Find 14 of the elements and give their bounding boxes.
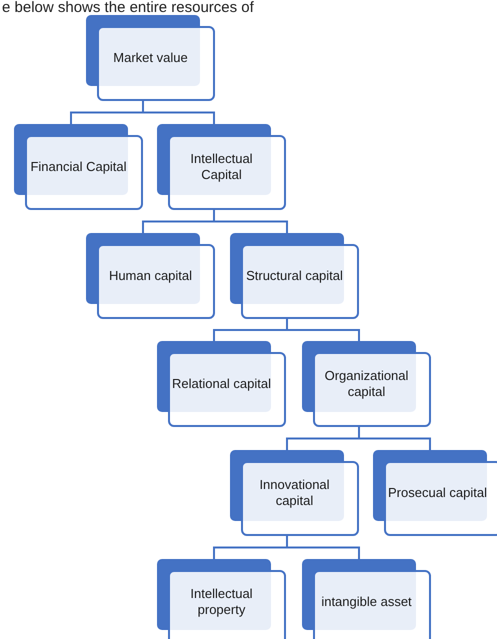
node-label: Prosecual capital (388, 485, 487, 501)
intro-text: e below shows the entire resources of (2, 0, 254, 15)
node-label: Relational capital (172, 376, 271, 392)
node-label: Structural capital (246, 268, 343, 284)
node-label: Human capital (108, 268, 192, 284)
node-label: Intellectual property (189, 586, 254, 618)
connector-line (286, 319, 360, 341)
node-label: Market value (113, 50, 188, 66)
node-label: Organizational capital (324, 368, 410, 400)
connector-line (213, 210, 288, 233)
node-label: intangible asset (321, 594, 412, 610)
node-label: Financial Capital (30, 159, 127, 175)
node-label: Intellectual Capital (189, 151, 254, 183)
node-label: Innovational capital (258, 477, 331, 509)
